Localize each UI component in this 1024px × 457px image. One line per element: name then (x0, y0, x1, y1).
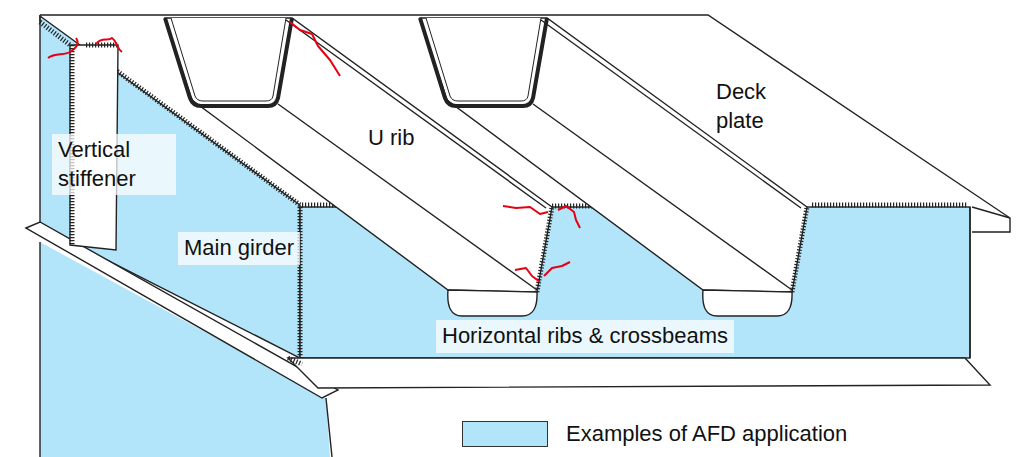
part-name: Main girder (184, 235, 294, 260)
part-name: Vertical stiffener (58, 137, 136, 191)
girder-edge (326, 398, 332, 457)
deck-plate-edge (39, 15, 40, 22)
crossbeam-flange-edge (288, 358, 302, 364)
crack-mark (48, 38, 78, 58)
deck-front-edge (812, 203, 968, 208)
girder-flange (26, 222, 338, 398)
u-rib (165, 18, 552, 292)
part-label: Main girder (178, 232, 300, 265)
legend-entry: Examples of AFD application (462, 421, 847, 447)
crack-mark (515, 268, 540, 282)
rib-weld (537, 207, 552, 292)
legend-swatch (462, 421, 548, 447)
crack-mark (503, 206, 548, 214)
part-label: Deck plate (716, 78, 796, 135)
main-girder-lower (40, 242, 330, 457)
u-rib-section (165, 18, 292, 106)
deck-plate-edge (972, 207, 1010, 218)
u-rib-section (426, 18, 541, 101)
crack-mark (96, 38, 122, 52)
legend-text: Examples of AFD application (566, 421, 847, 447)
deck-front-edge (552, 204, 592, 209)
crack-mark (558, 206, 580, 228)
scallop (703, 290, 792, 316)
part-label: Horizontal ribs & crossbeams (436, 320, 734, 353)
u-rib-section (420, 18, 547, 106)
part-label: Vertical stiffener (52, 134, 176, 195)
crossbeam-flange (288, 358, 990, 388)
crossbeam-edge (969, 207, 970, 358)
girder-top-weld (40, 22, 70, 45)
stiffener-edge (86, 43, 118, 48)
u-rib-section (171, 18, 286, 101)
part-name: U rib (368, 125, 414, 150)
crossbeam-edge (298, 207, 303, 358)
u-rib (420, 18, 807, 292)
girder-edge (39, 242, 40, 457)
crack-mark (290, 22, 340, 76)
crack-mark (544, 262, 570, 276)
part-label: U rib (368, 124, 414, 153)
part-name: Deck plate (716, 79, 766, 133)
part-name: Horizontal ribs & crossbeams (442, 323, 728, 348)
scallop (448, 290, 537, 316)
rib-weld (792, 207, 807, 292)
u-rib-edge (541, 20, 801, 208)
